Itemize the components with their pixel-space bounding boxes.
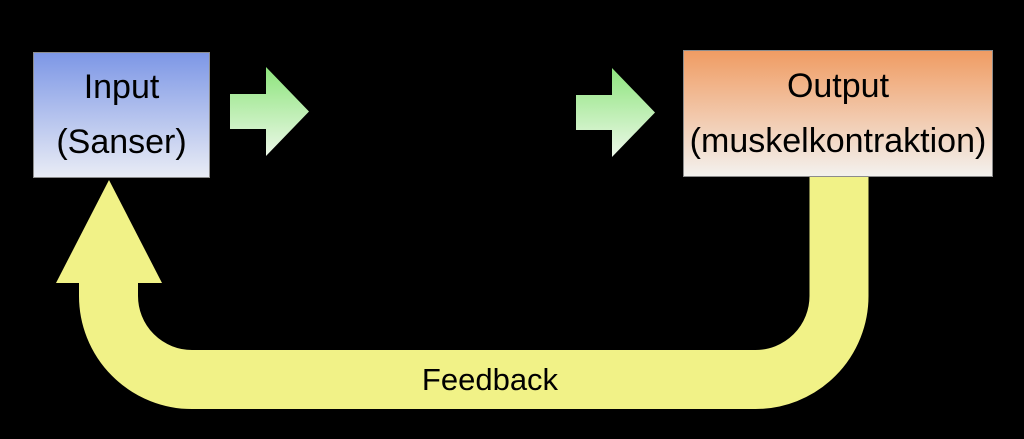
feedback-label: Feedback xyxy=(421,362,559,397)
node-input-subtitle: (Sanser) xyxy=(56,123,187,161)
node-output-subtitle: (muskelkontraktion) xyxy=(689,121,987,160)
feedback-arrowhead xyxy=(56,180,162,283)
node-output: Output (muskelkontraktion) xyxy=(683,50,993,177)
node-output-title: Output xyxy=(786,66,890,105)
feedback-arrow-shaft xyxy=(79,176,869,409)
node-input-title: Input xyxy=(83,68,160,106)
node-input: Input (Sanser) xyxy=(33,52,210,178)
forward-arrow-input-icon xyxy=(230,67,309,156)
forward-arrow-output-icon xyxy=(576,68,655,157)
